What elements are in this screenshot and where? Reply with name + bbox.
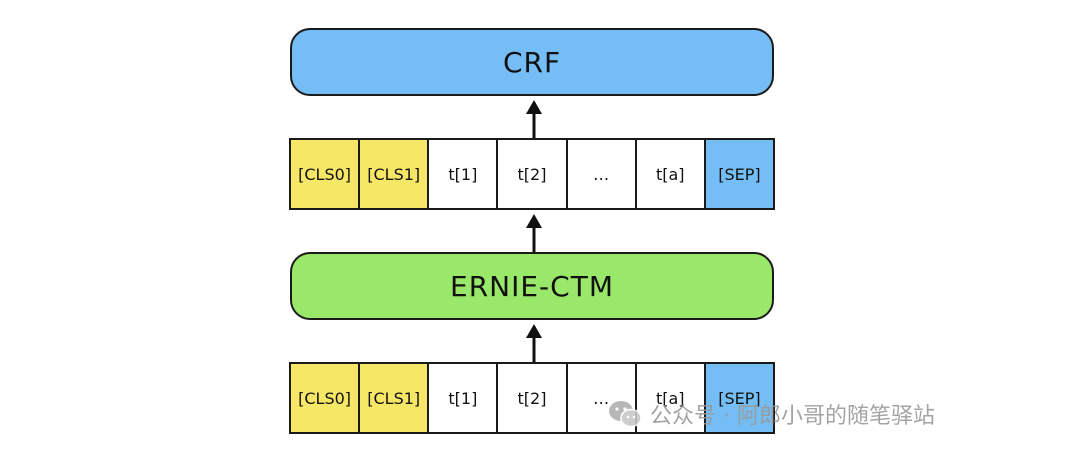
token-cls0: [CLS0] bbox=[291, 140, 361, 208]
token-sep: [SEP] bbox=[705, 140, 773, 208]
token-ellipsis: … bbox=[567, 140, 637, 208]
crf-layer: CRF bbox=[290, 28, 774, 96]
arrow-up-icon bbox=[526, 324, 542, 362]
wechat-icon bbox=[609, 401, 642, 428]
ernie-ctm-layer: ERNIE-CTM bbox=[290, 252, 774, 320]
arrow-up-icon bbox=[526, 100, 542, 138]
watermark: 公众号 · 阿郎小哥的随笔驿站 bbox=[608, 396, 935, 432]
token-t2: t[2] bbox=[498, 364, 568, 432]
token-cls0: [CLS0] bbox=[291, 364, 361, 432]
ernie-ctm-label: ERNIE-CTM bbox=[450, 269, 614, 303]
watermark-text: 公众号 · 阿郎小哥的随笔驿站 bbox=[650, 404, 935, 429]
input-token-row: [CLS0] [CLS1] t[1] t[2] … t[a] [SEP] bbox=[289, 362, 775, 434]
token-cls1: [CLS1] bbox=[360, 364, 430, 432]
token-t2: t[2] bbox=[498, 140, 568, 208]
token-t1: t[1] bbox=[429, 364, 499, 432]
crf-label: CRF bbox=[502, 45, 562, 79]
output-token-row: [CLS0] [CLS1] t[1] t[2] … t[a] [SEP] bbox=[289, 138, 775, 210]
token-ta: t[a] bbox=[636, 140, 706, 208]
arrow-up-icon bbox=[526, 214, 542, 252]
token-t1: t[1] bbox=[429, 140, 499, 208]
token-cls1: [CLS1] bbox=[360, 140, 430, 208]
token-sep: [SEP] bbox=[705, 364, 773, 432]
token-ta: t[a] bbox=[636, 364, 706, 432]
